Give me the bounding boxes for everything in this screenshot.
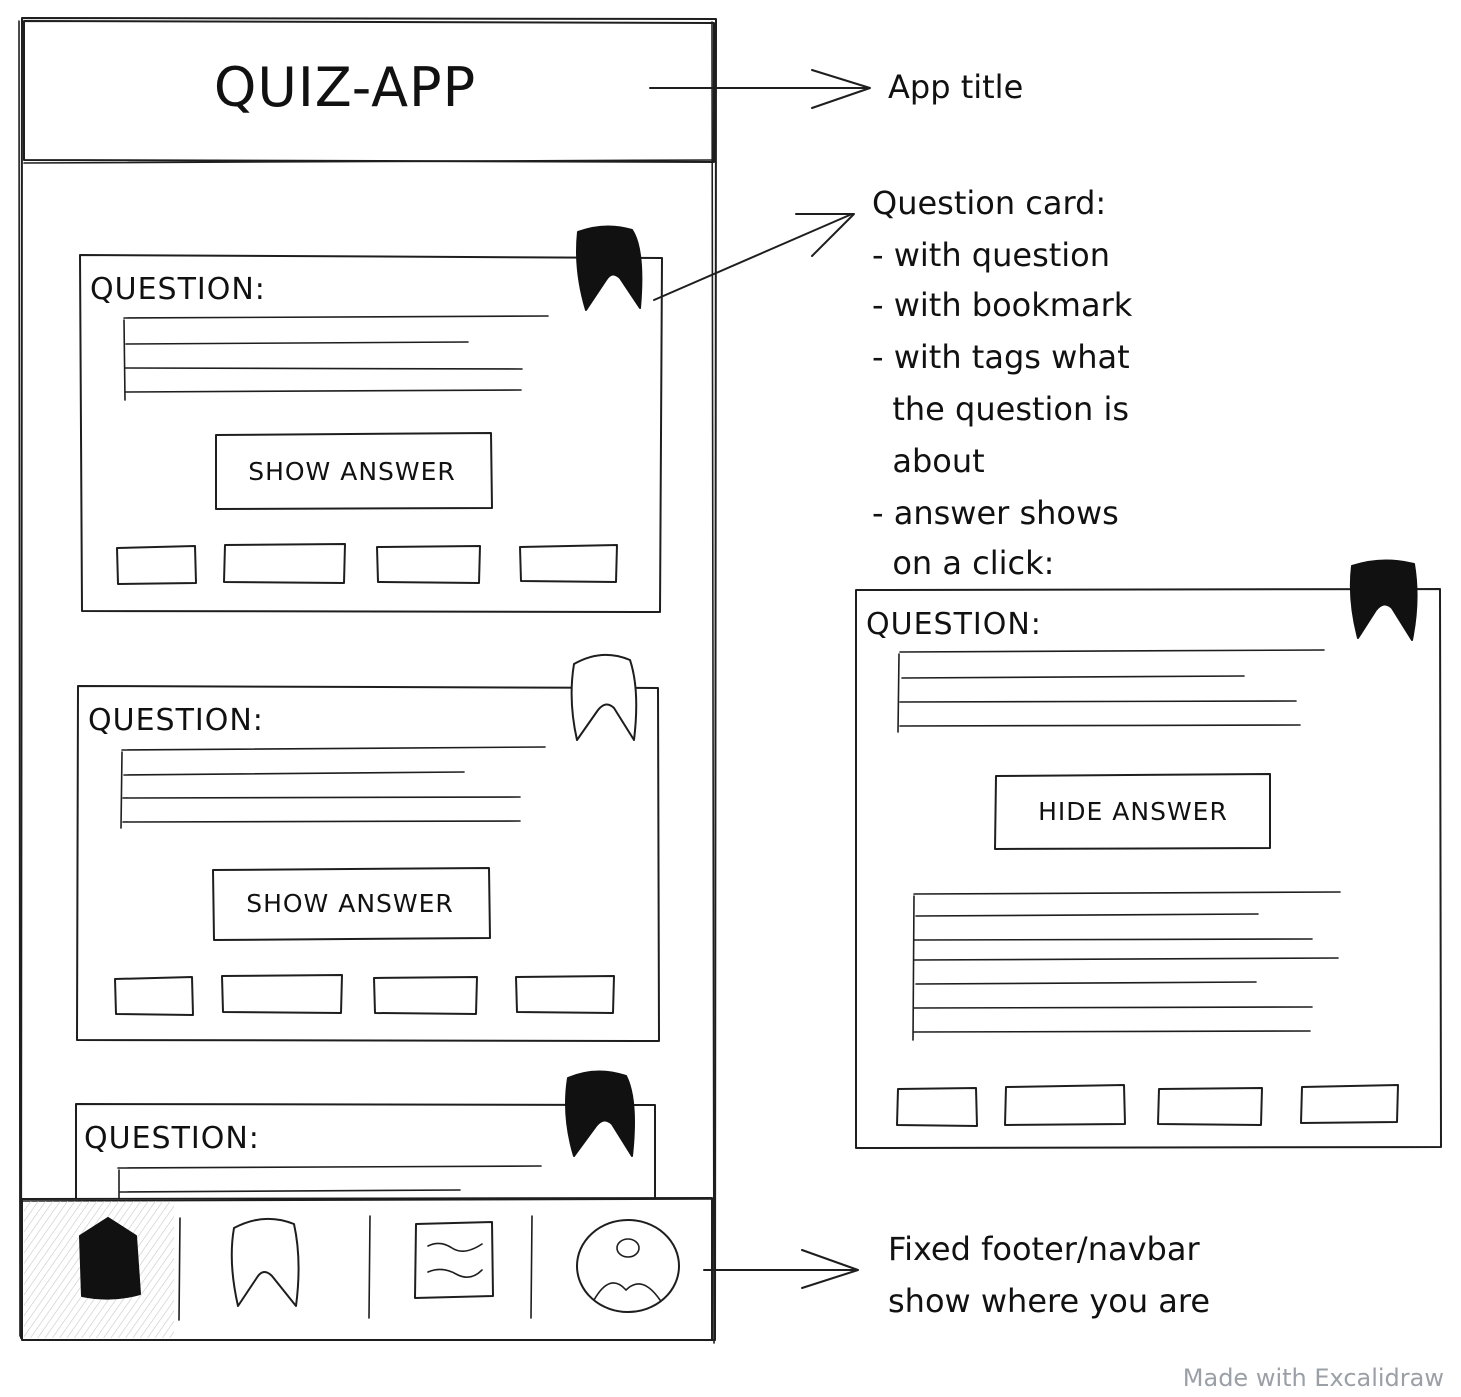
svg-text:about: about bbox=[872, 442, 985, 480]
nav-item-form[interactable] bbox=[414, 1221, 494, 1299]
show-answer-button-label: SHOW ANSWER bbox=[246, 889, 454, 918]
nav-item-home[interactable] bbox=[24, 1201, 174, 1338]
tag-chip[interactable] bbox=[515, 975, 615, 1014]
question-card[interactable]: QUESTION: bbox=[75, 1070, 656, 1300]
hide-answer-button-label: HIDE ANSWER bbox=[1038, 797, 1228, 826]
question-label: QUESTION: bbox=[90, 272, 266, 307]
svg-text:show where you are: show where you are bbox=[888, 1282, 1210, 1320]
annotation-arrows bbox=[649, 69, 871, 1289]
bookmark-outline-icon[interactable] bbox=[570, 653, 638, 741]
show-answer-button-label: SHOW ANSWER bbox=[248, 457, 456, 486]
profile-icon bbox=[576, 1219, 680, 1313]
bookmark-icon[interactable] bbox=[1349, 559, 1418, 641]
footer-navbar bbox=[19, 1197, 715, 1341]
expanded-question-card[interactable]: QUESTION: HIDE ANSWER bbox=[855, 559, 1442, 1149]
svg-text:- answer shows: - answer shows bbox=[872, 494, 1119, 532]
tag-chip[interactable] bbox=[519, 544, 618, 583]
hide-answer-button[interactable]: HIDE ANSWER bbox=[994, 773, 1271, 850]
card-list: QUESTION: SHOW ANSWER QU bbox=[75, 225, 663, 1300]
tag-row bbox=[896, 1084, 1399, 1127]
svg-text:on a click:: on a click: bbox=[872, 544, 1054, 582]
tag-chip[interactable] bbox=[1004, 1084, 1126, 1126]
annotation-question-card: Question card: - with question - with bo… bbox=[872, 184, 1133, 582]
question-label: QUESTION: bbox=[88, 703, 264, 738]
svg-text:Question card:: Question card: bbox=[872, 184, 1106, 222]
nav-item-profile[interactable] bbox=[576, 1219, 680, 1313]
tag-chip[interactable] bbox=[1157, 1087, 1263, 1126]
app-header: QUIZ-APP bbox=[23, 20, 716, 164]
nav-item-bookmarks[interactable] bbox=[230, 1217, 300, 1307]
annotation-app-title: App title bbox=[888, 68, 1023, 106]
svg-text:- with question: - with question bbox=[872, 236, 1110, 274]
question-text-placeholder bbox=[117, 1165, 542, 1198]
annotation-footer: Fixed footer/navbar show where you are bbox=[888, 1230, 1210, 1320]
svg-text:- with bookmark: - with bookmark bbox=[872, 286, 1133, 324]
question-text-placeholder bbox=[897, 649, 1325, 733]
question-text-placeholder bbox=[123, 315, 549, 401]
question-card[interactable]: QUESTION: SHOW ANSWER bbox=[79, 225, 663, 613]
bookmark-outline-icon bbox=[230, 1217, 300, 1307]
nav-divider bbox=[368, 1215, 371, 1319]
bookmark-icon[interactable] bbox=[565, 1070, 635, 1157]
question-label: QUESTION: bbox=[84, 1121, 260, 1156]
svg-text:the question is: the question is bbox=[872, 390, 1129, 428]
tag-chip[interactable] bbox=[116, 545, 197, 585]
tag-row bbox=[116, 543, 618, 585]
tag-chip[interactable] bbox=[373, 976, 478, 1015]
tag-chip[interactable] bbox=[376, 545, 481, 584]
question-card[interactable]: QUESTION: SHOW ANSWER bbox=[76, 653, 660, 1042]
form-icon bbox=[414, 1221, 494, 1299]
svg-text:- with tags what: - with tags what bbox=[872, 338, 1130, 376]
show-answer-button[interactable]: SHOW ANSWER bbox=[215, 432, 493, 510]
phone-frame bbox=[18, 17, 717, 1344]
show-answer-button[interactable]: SHOW ANSWER bbox=[212, 867, 491, 941]
app-title: QUIZ-APP bbox=[214, 56, 476, 119]
bookmark-icon[interactable] bbox=[576, 225, 643, 311]
nav-divider bbox=[178, 1217, 181, 1321]
svg-text:Fixed footer/navbar: Fixed footer/navbar bbox=[888, 1230, 1200, 1268]
home-icon bbox=[79, 1217, 141, 1300]
answer-text-placeholder bbox=[912, 891, 1341, 1041]
tag-chip[interactable] bbox=[114, 976, 194, 1016]
tag-chip[interactable] bbox=[896, 1087, 978, 1127]
tag-chip[interactable] bbox=[221, 974, 343, 1014]
question-label: QUESTION: bbox=[866, 607, 1042, 642]
tag-row bbox=[114, 974, 615, 1016]
question-text-placeholder bbox=[120, 746, 546, 829]
tag-chip[interactable] bbox=[1300, 1084, 1399, 1124]
tag-chip[interactable] bbox=[223, 543, 346, 584]
excalidraw-watermark: Made with Excalidraw bbox=[1183, 1364, 1444, 1392]
nav-divider bbox=[530, 1215, 533, 1319]
